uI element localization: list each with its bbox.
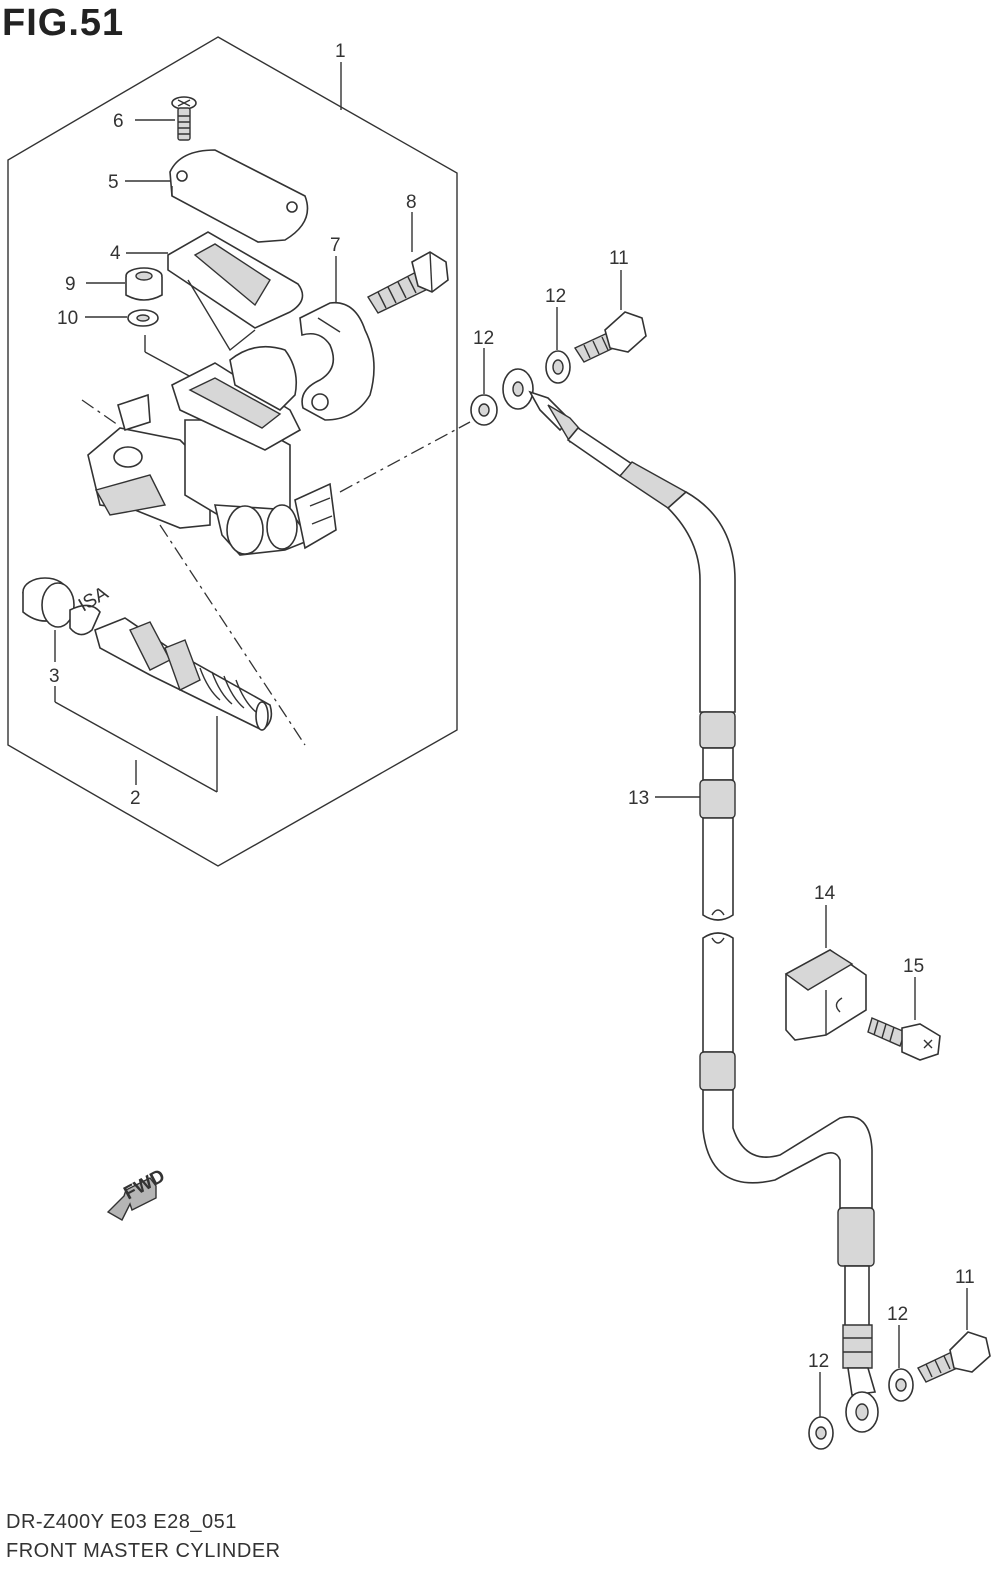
callout-15: 15 — [903, 956, 924, 977]
callout-10: 10 — [57, 308, 78, 329]
callout-7: 7 — [330, 235, 341, 256]
brake-hose-13 — [502, 368, 879, 1433]
callout-labels: 1 2 3 4 5 6 7 8 9 10 11 12 13 14 15 12 1… — [49, 41, 975, 1372]
callout-12-lower-left: 12 — [808, 1351, 829, 1372]
reservoir-cap-5 — [125, 149, 309, 243]
callout-3: 3 — [49, 666, 60, 687]
callout-1: 1 — [335, 41, 346, 62]
hose-clamp-14 — [784, 905, 867, 1041]
banjo-bolt-11-upper — [573, 270, 647, 363]
bolt-15 — [867, 977, 941, 1061]
banjo-bolt-11-lower — [917, 1288, 991, 1383]
assembly-outline — [7, 36, 458, 867]
figure-title: FIG.51 — [2, 2, 125, 44]
caption-model: DR-Z400Y E03 E28_051 — [6, 1511, 237, 1533]
callout-9: 9 — [65, 274, 76, 295]
callout-12-upper-left: 12 — [473, 328, 494, 349]
piston-kit-3: ISA — [22, 577, 273, 793]
master-cylinder-body-1 — [81, 345, 471, 746]
washer-12-upper-left — [470, 348, 498, 426]
callout-6: 6 — [113, 111, 124, 132]
callout-4: 4 — [110, 243, 121, 264]
callout-14: 14 — [814, 883, 836, 904]
callout-12-upper-right: 12 — [545, 286, 566, 307]
callout-2: 2 — [130, 788, 141, 809]
callout-8: 8 — [406, 192, 417, 213]
callout-13: 13 — [628, 788, 649, 809]
bolt-8 — [367, 212, 449, 314]
washer-12-upper-right — [545, 307, 571, 384]
callout-11-upper: 11 — [609, 248, 629, 269]
callout-12-lower-right: 12 — [887, 1304, 908, 1325]
boot-9 — [86, 267, 163, 301]
washer-12-lower-right — [888, 1325, 914, 1402]
clamp-7 — [299, 256, 375, 421]
screw-6 — [135, 96, 197, 141]
callout-5: 5 — [108, 172, 119, 193]
diaphragm-4 — [126, 231, 304, 352]
callout-11-lower: 11 — [955, 1267, 975, 1288]
forward-direction-icon: FWD — [106, 1166, 169, 1221]
washer-12-lower-left — [808, 1372, 834, 1450]
caption-name: FRONT MASTER CYLINDER — [6, 1540, 281, 1562]
